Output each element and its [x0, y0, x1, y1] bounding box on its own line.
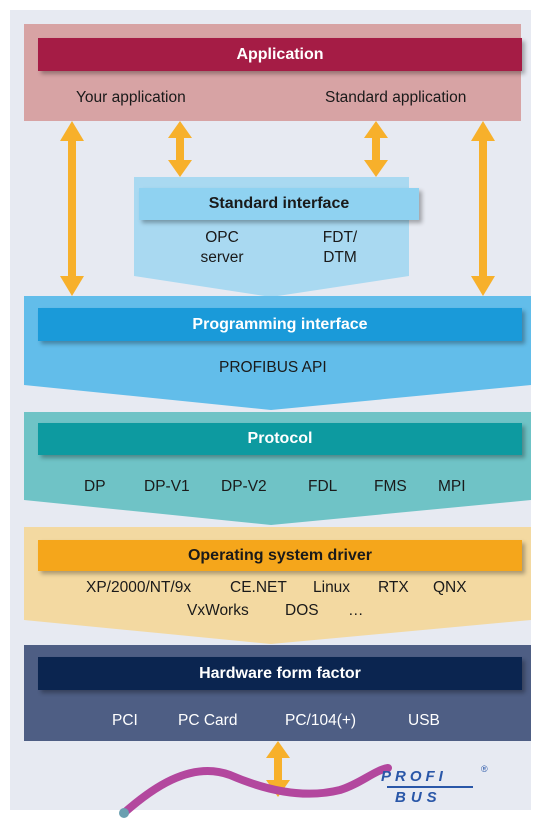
standard-application-label: Standard application [325, 89, 467, 106]
standard-interface-title: Standard interface [139, 188, 419, 220]
bus-cable [120, 764, 392, 817]
protocol-item-fdl: FDL [308, 478, 338, 495]
os-item-xp: XP/2000/NT/9x [86, 579, 192, 596]
protocol-item-dp-v2: DP-V2 [221, 478, 267, 495]
os-item-vxworks: VxWorks [187, 602, 249, 619]
os-item-rtx: RTX [378, 579, 409, 596]
double-arrow-left [60, 121, 84, 296]
your-application-label: Your application [76, 89, 186, 106]
cable-end [119, 808, 129, 818]
logo-stripe [387, 786, 473, 788]
double-arrow-center-right [364, 121, 388, 177]
protocol-item-mpi: MPI [438, 478, 466, 495]
profibus-logo: PROFI ® BUS [381, 764, 493, 808]
application-title: Application [38, 38, 522, 71]
hardware-title: Hardware form factor [38, 657, 522, 690]
os-item-linux: Linux [313, 579, 351, 596]
hardware-item-pc104: PC/104(+) [285, 712, 357, 729]
os-item-qnx: QNX [433, 579, 467, 596]
hardware-item-pc-card: PC Card [178, 712, 238, 729]
fdt-dtm-label: FDT/DTM [322, 229, 358, 266]
os-item-ellipsis: … [348, 602, 364, 619]
os-driver-title: Operating system driver [38, 540, 522, 571]
protocol-title: Protocol [38, 423, 522, 455]
protocol-item-dp-v1: DP-V1 [144, 478, 190, 495]
logo-profi: PROFI [381, 768, 447, 785]
double-arrow-right [471, 121, 495, 296]
hardware-item-usb: USB [408, 712, 440, 729]
os-item-cenet: CE.NET [230, 579, 287, 596]
logo-bus: BUS [395, 789, 442, 806]
hardware-item-pci: PCI [112, 712, 138, 729]
double-arrow-center-left [168, 121, 192, 177]
protocol-item-fms: FMS [374, 478, 407, 495]
programming-interface-title: Programming interface [38, 308, 522, 341]
os-item-dos: DOS [285, 602, 319, 619]
profibus-api-label: PROFIBUS API [219, 359, 327, 376]
logo-mark: ® [481, 764, 488, 774]
protocol-item-dp: DP [84, 478, 106, 495]
